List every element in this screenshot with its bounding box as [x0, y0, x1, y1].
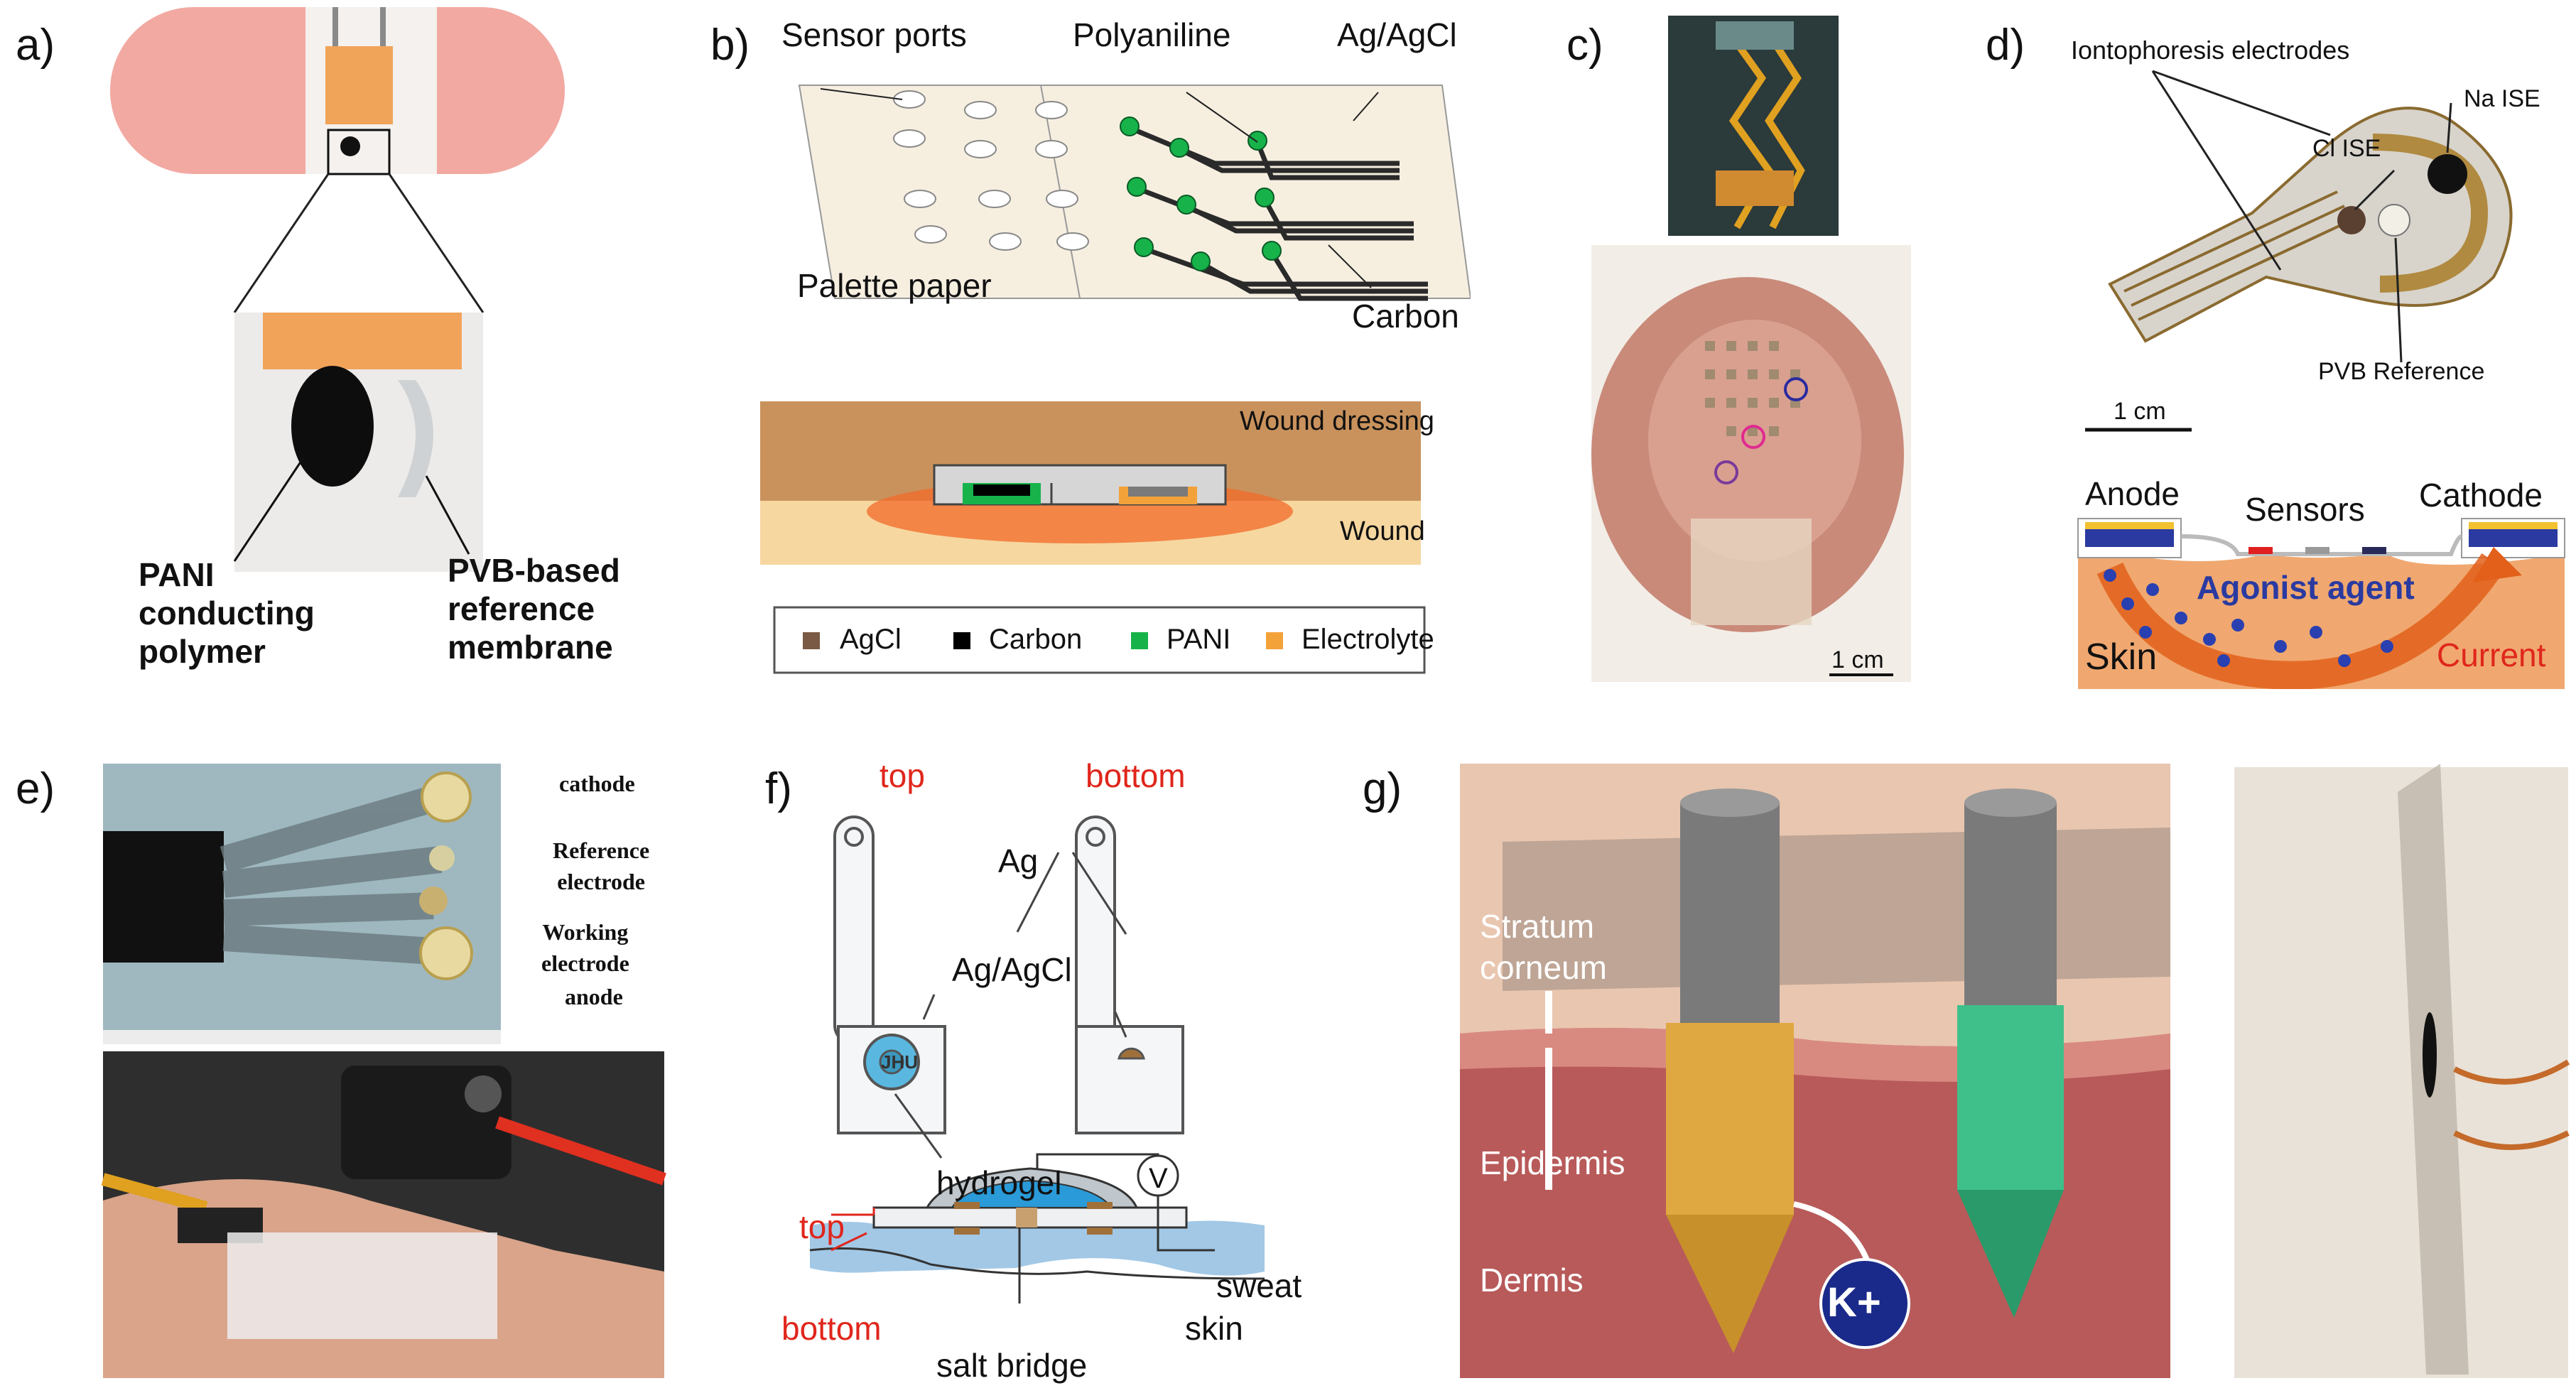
- potassium-ion-label: K+: [1827, 1279, 1881, 1326]
- anode-label-e: anode: [565, 984, 623, 1009]
- agagcl-label-f: Ag/AgCl: [952, 951, 1072, 988]
- panel-d-label: d): [1986, 21, 2025, 70]
- skin-label-f: skin: [1185, 1310, 1243, 1347]
- wound-label: Wound: [1340, 516, 1425, 546]
- dermis-label: Dermis: [1480, 1262, 1584, 1299]
- voltmeter-label: V: [1149, 1163, 1168, 1194]
- agonist-label: Agonist agent: [2197, 569, 2415, 606]
- panel-e-photos: [101, 764, 666, 1378]
- bottom-label-right: bottom: [1086, 757, 1186, 794]
- panel-f-label: f): [765, 764, 792, 813]
- jhu-label: JHU: [881, 1051, 919, 1073]
- anode-label: Anode: [2085, 475, 2180, 512]
- wound-dressing-label: Wound dressing: [1240, 406, 1434, 436]
- stratum-corneum-label: Stratum corneum: [1480, 908, 1607, 986]
- na-ise-label: Na ISE: [2464, 85, 2540, 112]
- pani-label: PANI conducting polymer: [139, 556, 315, 670]
- top-label-left: top: [880, 757, 925, 794]
- reference-electrode-label: Reference electrode: [553, 838, 650, 894]
- panel-a-label: a): [16, 21, 55, 70]
- bottom-label-section: bottom: [781, 1310, 882, 1347]
- carbon-label: Carbon: [1352, 298, 1459, 335]
- agagcl-label: Ag/AgCl: [1337, 16, 1457, 53]
- cathode-label-e: cathode: [559, 771, 635, 796]
- sweat-label: sweat: [1216, 1267, 1302, 1304]
- cathode-label: Cathode: [2419, 477, 2543, 514]
- salt-bridge-label: salt bridge: [936, 1347, 1088, 1384]
- legend-electrolyte: Electrolyte: [1301, 624, 1434, 655]
- sensors-label: Sensors: [2245, 491, 2365, 528]
- panel-d-illustration: [2057, 14, 2565, 689]
- palette-paper-label: Palette paper: [797, 267, 992, 304]
- panel-b-label: b): [710, 21, 750, 70]
- legend-pani: PANI: [1167, 624, 1231, 655]
- iontophoresis-label: Iontophoresis electrodes: [2071, 36, 2350, 65]
- panel-c-label: c): [1566, 21, 1603, 70]
- epidermis-label: Epidermis: [1480, 1144, 1625, 1181]
- hydrogel-label: hydrogel: [936, 1164, 1062, 1201]
- sensor-ports-label: Sensor ports: [781, 16, 967, 53]
- pvb-reference-label: PVB Reference: [2318, 358, 2485, 385]
- panel-g-illustration: [1460, 764, 2570, 1378]
- current-label: Current: [2437, 636, 2546, 673]
- polyaniline-label: Polyaniline: [1073, 16, 1231, 53]
- cl-ise-label: Cl ISE: [2312, 135, 2381, 162]
- top-label-section: top: [799, 1208, 845, 1245]
- panel-d-scale: 1 cm: [2114, 398, 2166, 425]
- panel-g-label: g): [1363, 764, 1402, 813]
- legend-carbon: Carbon: [989, 624, 1083, 655]
- panel-f-illustration: [809, 815, 1265, 1303]
- panel-e-label: e): [16, 764, 55, 813]
- working-electrode-label: Working electrode: [541, 919, 629, 976]
- panel-c-photos: [1591, 16, 1911, 682]
- pvb-membrane-label: PVB-based reference membrane: [448, 552, 620, 666]
- panel-b-illustration: [760, 85, 1471, 674]
- legend-agcl: AgCl: [840, 624, 902, 655]
- ag-label: Ag: [998, 842, 1039, 879]
- panel-c-scale: 1 cm: [1831, 646, 1884, 673]
- panel-a-illustration: [110, 7, 565, 572]
- skin-label-d: Skin: [2085, 636, 2158, 678]
